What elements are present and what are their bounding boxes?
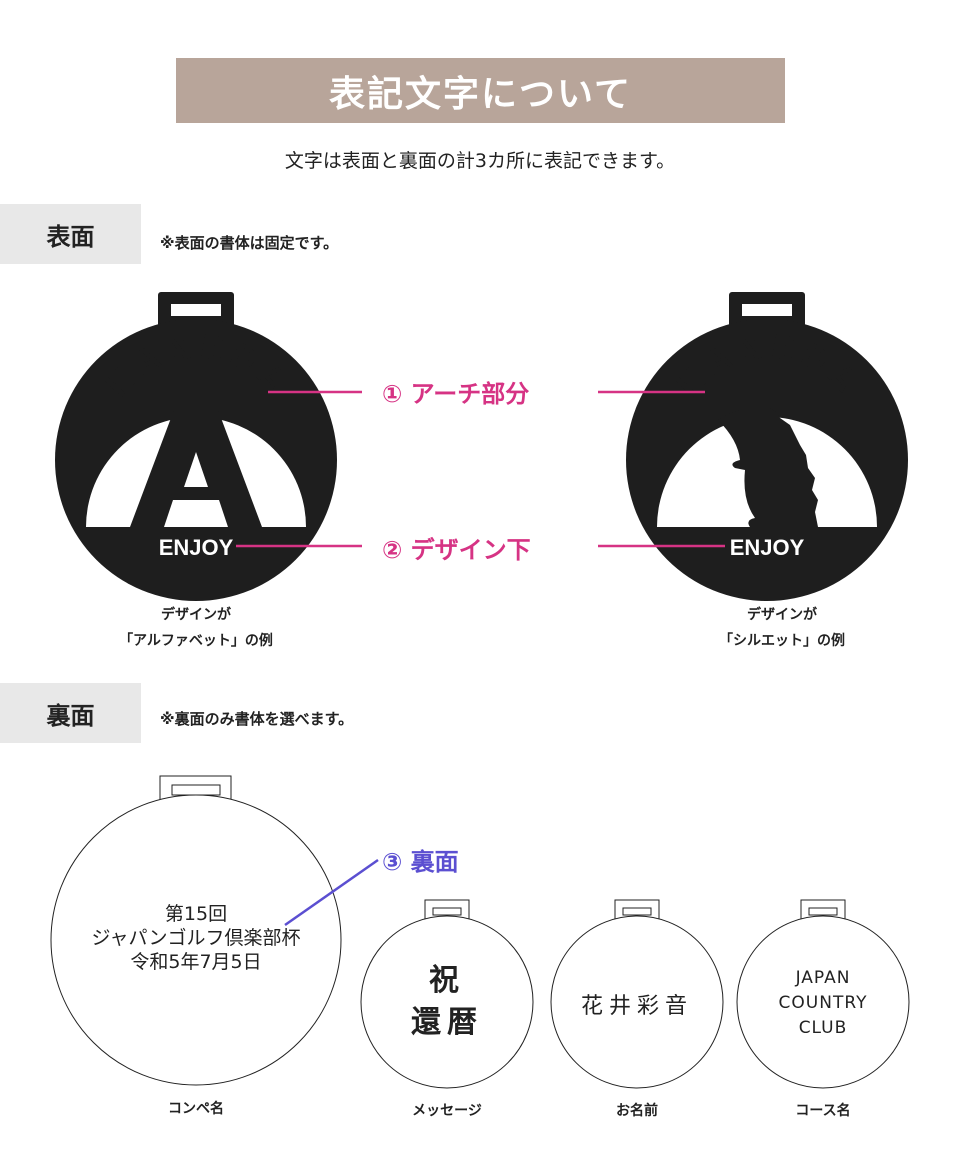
- sample-compe-text: 第15回 ジャパンゴルフ倶楽部杯 令和5年7月5日: [56, 902, 336, 974]
- text-line: 令和5年7月5日: [130, 951, 262, 973]
- text-line: 第15回: [164, 903, 228, 925]
- label-name: お名前: [616, 1103, 658, 1119]
- text-line: COUNTRY: [778, 993, 868, 1013]
- caption-line: 「シルエット」の例: [719, 633, 845, 649]
- front-heading: 表面: [0, 204, 141, 264]
- intro-text: 文字は表面と裏面の計3カ所に表記できます。: [284, 150, 676, 172]
- text-line: 還暦: [411, 1005, 483, 1040]
- back-heading: 裏面: [0, 683, 141, 743]
- back-note: ※裏面のみ書体を選べます。: [160, 710, 354, 728]
- sample-name-text: 花井彩音: [580, 994, 693, 1019]
- callout-lines-front: [236, 390, 725, 548]
- label-course: コース名: [795, 1103, 851, 1119]
- medal-back-small: [360, 899, 910, 1089]
- sample-course-text: JAPAN COUNTRY CLUB: [753, 966, 893, 1041]
- sample-message-text: 祝 還暦: [377, 960, 517, 1044]
- text-line: JAPAN: [795, 968, 851, 988]
- callout-back: ③ 裏面: [382, 848, 459, 876]
- text-line: 祝: [429, 963, 465, 998]
- enjoy-left: ENJOY: [159, 535, 234, 560]
- callout-design-bottom: ② デザイン下: [382, 536, 531, 564]
- medal-front-alphabet: [55, 292, 337, 601]
- label-compe: コンペ名: [168, 1101, 224, 1117]
- caption-line: デザインが: [747, 607, 817, 623]
- medal-back-large: [50, 775, 342, 1086]
- callout-line-back: [284, 858, 379, 927]
- callout-arch: ① アーチ部分: [382, 380, 530, 408]
- front-note: ※表面の書体は固定です。: [160, 234, 339, 252]
- text-line: ジャパンゴルフ倶楽部杯: [91, 927, 301, 949]
- design-letter-artwork: [130, 410, 262, 527]
- caption-line: 「アルファベット」の例: [119, 633, 273, 649]
- enjoy-right: ENJOY: [730, 535, 805, 560]
- caption-line: デザインが: [161, 607, 231, 623]
- caption-alphabet: デザインが 「アルファベット」の例: [96, 602, 296, 654]
- label-message: メッセージ: [412, 1103, 482, 1119]
- text-line: CLUB: [798, 1018, 848, 1038]
- caption-silhouette: デザインが 「シルエット」の例: [682, 602, 882, 654]
- title-banner: 表記文字について: [176, 58, 785, 123]
- hedgehog-silhouette: [718, 407, 818, 527]
